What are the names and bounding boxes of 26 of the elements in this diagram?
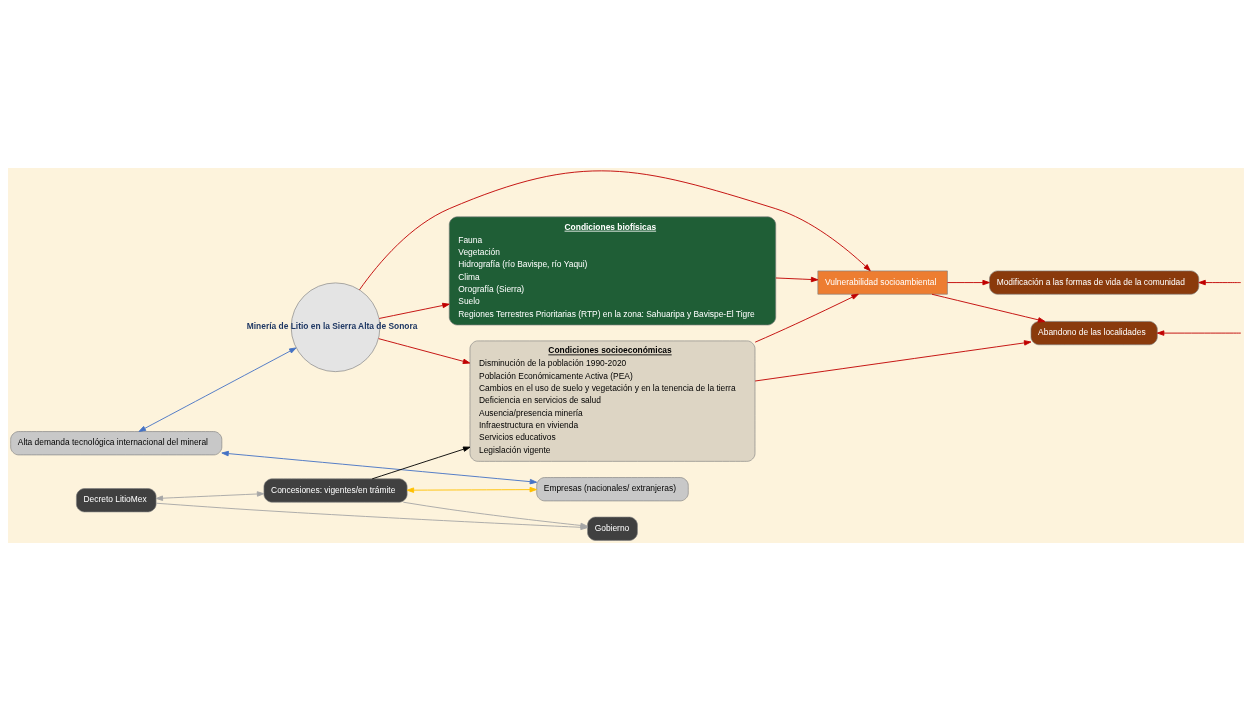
node-box: Concesiones: vigentes/en trámite [263,478,408,503]
arrow [1198,279,1242,286]
arrow [754,340,1032,382]
node-box: Condiciones socioeconómicas Disminución de la población 1990-2020 Población Económicamente Activa (PEA) Cambios en el uso de suelo y vegetación y en la tenencia de la tierra Deficiencia en servicios de salud Ausencia/presencia minería Infraestructura en vivienda Servicios educativos Legislación vigente [469,340,756,462]
arrow [138,347,297,432]
node-box: Decreto LitioMex [76,488,157,513]
arrow [775,276,819,283]
arrow [359,170,871,291]
node-box: Condiciones biofísicas Fauna Vegetación Hidrografía (río Bavispe, río Yaqui) Clima Orografía (Sierra) Suelo Regiones Terrestres Prioritarias (RTP) en la zona: Sahuaripa y Bavispe-El Tigre [448,216,777,326]
node-box: Alta demanda tecnológica internacional del mineral [10,431,223,456]
node-box: Vulnerabilidad socioambiental [817,270,948,295]
arrow [754,293,859,343]
arrow [406,486,537,493]
node-box: Modificación a las formas de vida de la comunidad [989,270,1200,295]
node-box: Empresas (nacionales/ extranjeras) [536,477,689,502]
arrow [155,491,265,501]
node-box: Abandono de las localidades [1030,321,1158,346]
arrow [378,338,471,364]
node-label: Minería de Litio en la Sierra Alta de Sonora [246,320,418,331]
node-box: Gobierno [587,516,638,541]
arrow [378,302,450,319]
arrow [931,293,1046,323]
arrow [371,446,471,480]
arrow [221,450,538,485]
arrow [1156,330,1242,336]
arrow [947,279,990,286]
